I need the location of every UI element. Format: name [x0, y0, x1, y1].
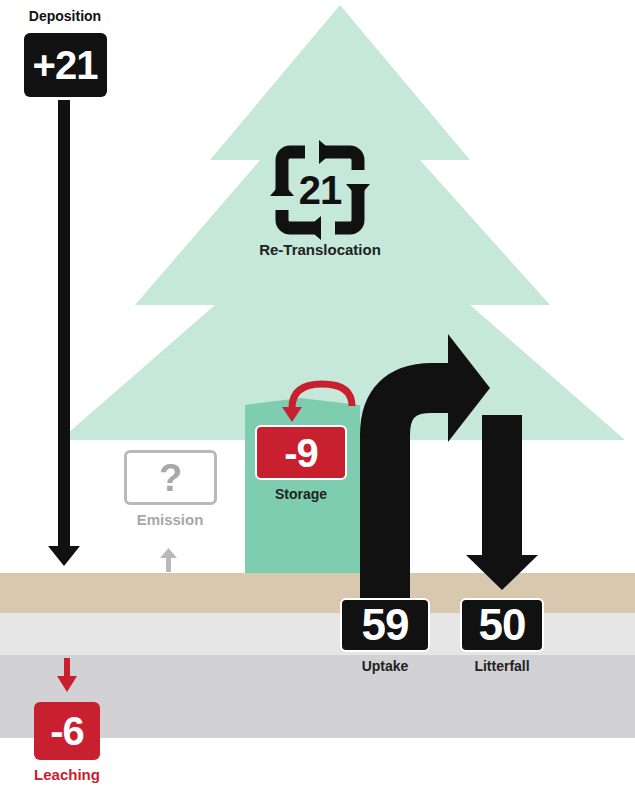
- tree-crown: [60, 5, 625, 440]
- leaching-box: -6: [34, 702, 100, 760]
- value-number: ?: [159, 459, 181, 497]
- deposition-arrow: [58, 100, 70, 548]
- recycle-icon: [270, 140, 370, 240]
- arrow-head: [466, 555, 538, 590]
- leaching-arrow: [64, 658, 70, 678]
- flux-label: Emission: [137, 511, 204, 529]
- flux-label: Leaching: [34, 766, 100, 784]
- litterfall-box: 50: [460, 598, 544, 652]
- uptake-box: 59: [340, 598, 430, 652]
- value-number: -9: [284, 433, 318, 473]
- arrow-head: [160, 548, 177, 558]
- value-number: -6: [50, 711, 84, 751]
- tree-trunk: [245, 398, 360, 573]
- flux-label: Deposition: [29, 8, 101, 25]
- litterfall-arrow: [482, 415, 522, 557]
- flow-node: 50Litterfall: [460, 598, 544, 675]
- flow-node: ? Emission: [124, 450, 217, 529]
- value-number: +21: [33, 45, 98, 85]
- value-number: 21: [299, 170, 342, 210]
- flow-node: -9Storage: [255, 425, 347, 503]
- flow-node: Deposition +21: [24, 8, 107, 97]
- flux-label: Litterfall: [474, 658, 529, 675]
- arrow-head: [282, 407, 302, 422]
- value-number: 50: [479, 603, 526, 647]
- flux-label: Storage: [275, 486, 327, 503]
- emission-box: ?: [124, 450, 217, 505]
- flow-node: -6Leaching: [34, 702, 100, 784]
- flow-node: 59Uptake: [340, 598, 430, 675]
- storage-arrow: [292, 384, 352, 408]
- flux-label: Re-Translocation: [259, 241, 381, 259]
- flow-node: 21Re-Translocation: [259, 145, 381, 259]
- deposition-box: +21: [24, 33, 107, 97]
- arrow-head: [48, 546, 80, 566]
- flux-label: Uptake: [362, 658, 409, 675]
- emission-arrow: [166, 556, 171, 572]
- retranslocation-icon: 21: [275, 145, 365, 235]
- value-number: 59: [362, 603, 409, 647]
- storage-box: -9: [255, 425, 347, 480]
- arrow-head: [57, 676, 77, 692]
- uptake-arrow: [385, 388, 450, 605]
